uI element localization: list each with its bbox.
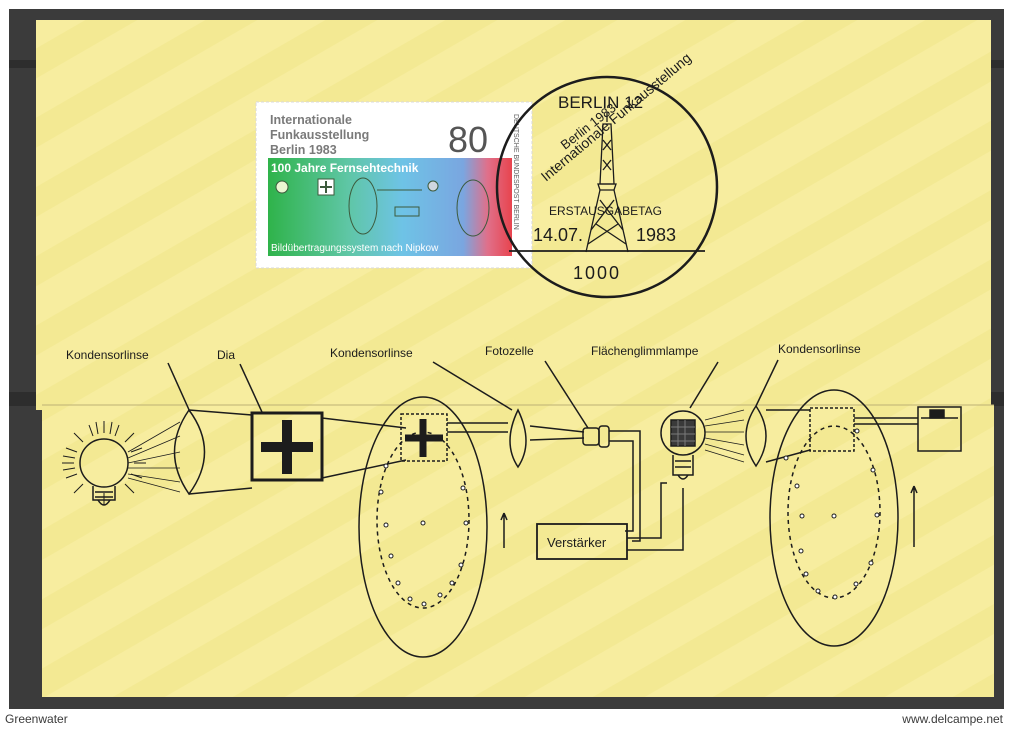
postmark-day-label: ERSTAUSGABETAG	[549, 204, 662, 218]
stamp-value: 80	[448, 119, 488, 160]
footer-site-link[interactable]: www.delcampe.net	[902, 712, 1003, 726]
glow-lamp-icon	[660, 410, 706, 480]
label-condenser-3: Kondensorlinse	[778, 342, 861, 356]
postmark-year: 1983	[636, 225, 676, 245]
stamp-issuer: DEUTSCHE BUNDESPOST BERLIN	[512, 114, 519, 230]
label-glow-lamp: Flächenglimmlampe	[591, 344, 699, 358]
photocell-icon	[582, 425, 641, 542]
postage-stamp: Internationale Funkausstellung Berlin 19…	[255, 101, 533, 269]
slide-plus	[250, 411, 324, 482]
label-photocell: Fotozelle	[485, 344, 534, 358]
condenser-lens-3	[745, 404, 767, 468]
footer-seller: Greenwater	[5, 712, 68, 726]
nipkow-disc-2	[769, 389, 918, 647]
nipkow-diagram: Kondensorlinse Dia Kondensorlinse Fotoze…	[62, 342, 962, 658]
amplifier-label: Verstärker	[547, 535, 607, 550]
nipkow-disc-1	[358, 396, 508, 658]
condenser-lens-2	[509, 408, 527, 469]
amplifier-box	[536, 523, 628, 560]
stamp-line1: Internationale	[270, 113, 352, 127]
stamp-banner: 100 Jahre Fernsehtechnik	[271, 161, 419, 175]
stamp-line3: Berlin 1983	[270, 143, 337, 157]
postmark-postcode: 1000	[573, 263, 621, 283]
postmark-date: 14.07.	[533, 225, 583, 245]
label-condenser-2: Kondensorlinse	[330, 346, 413, 360]
label-condenser-1: Kondensorlinse	[66, 348, 149, 362]
stamp-caption: Bildübertragungssystem nach Nipkow	[271, 243, 439, 254]
radio-tower-icon	[585, 112, 629, 253]
viewer-screen	[917, 406, 962, 452]
postmark-city: BERLIN 12	[558, 93, 643, 112]
stamp-line2: Funkausstellung	[270, 128, 369, 142]
label-slide: Dia	[217, 348, 235, 362]
stamp-mini-diagram	[275, 177, 490, 237]
